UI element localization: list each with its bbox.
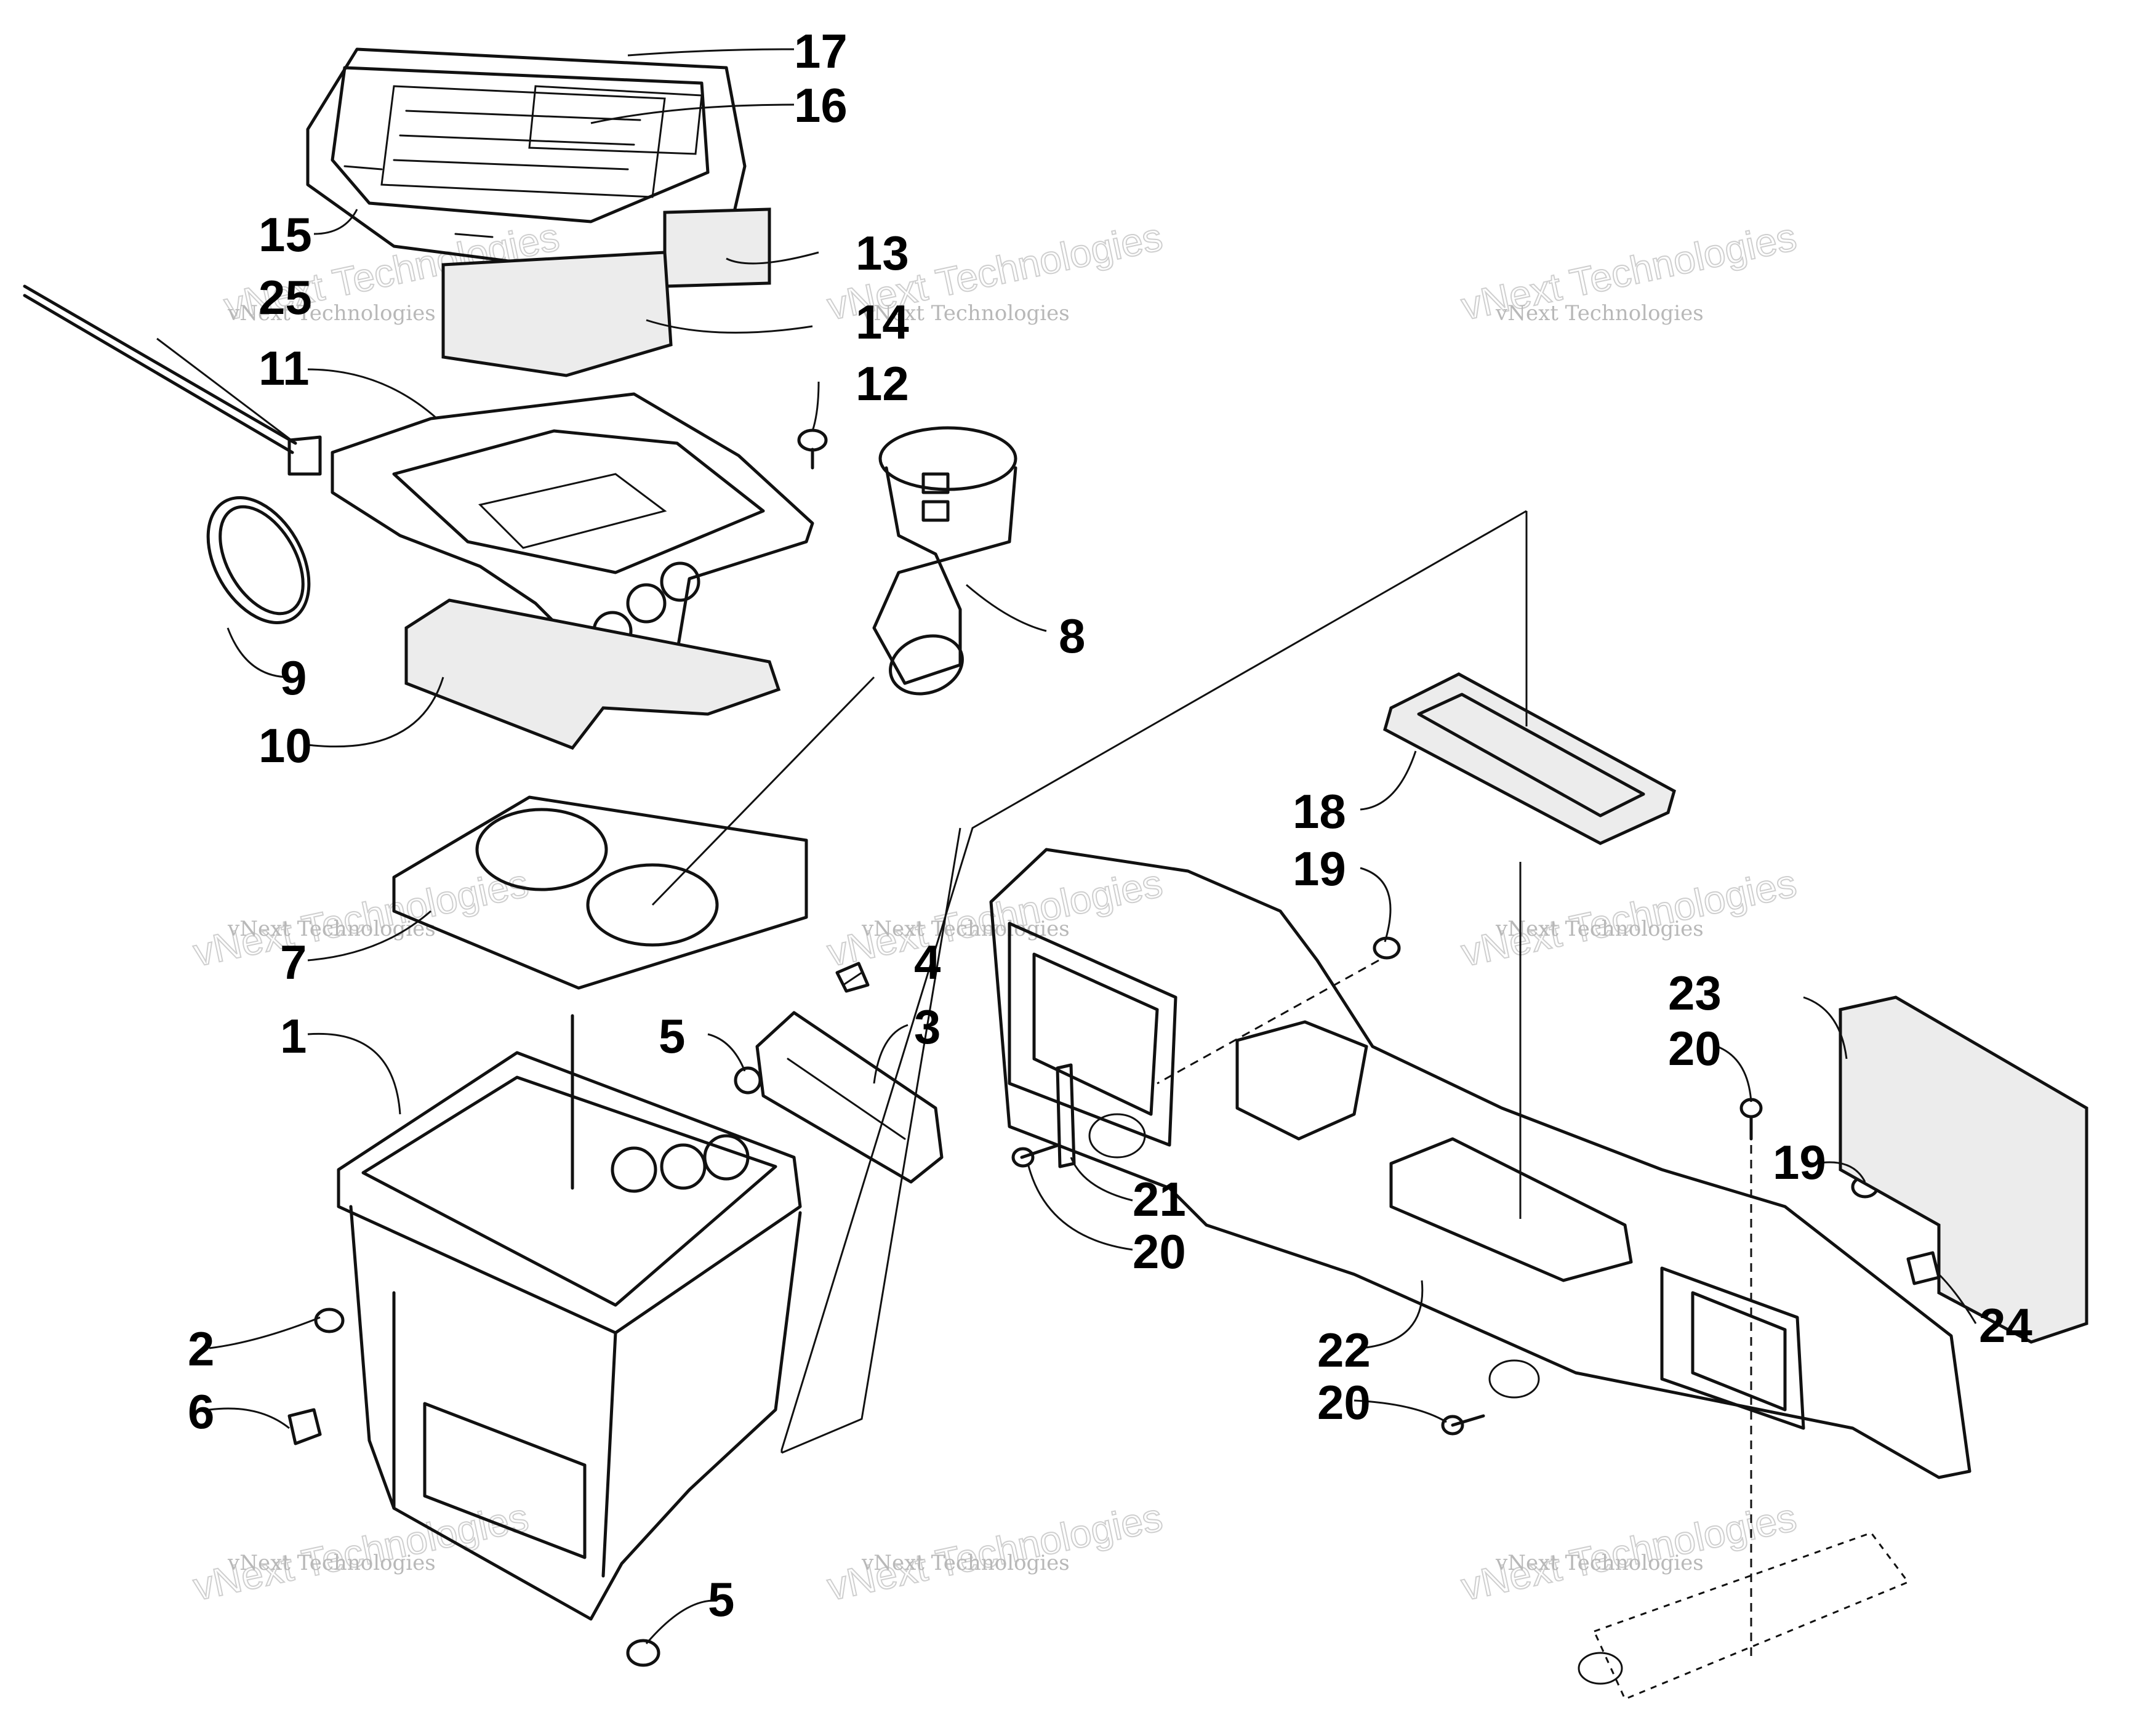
callout-18: 18 [1293,784,1346,838]
part-bolt-20a [1011,1143,1061,1168]
callout-17: 17 [794,24,848,78]
part-airbox-tray [331,392,814,661]
leader-lines [156,48,1977,1662]
part-cable-tie [23,284,322,476]
part-fitting-2 [314,1308,345,1333]
part-breather [734,962,944,1184]
part-seal-ring [1383,672,1676,845]
watermark-small: vNext Technologies [1495,301,1704,326]
callout-22: 22 [1317,1323,1371,1377]
part-gasket-plate [392,795,808,990]
part-bolt-20c [1441,1359,1540,1436]
part-foam-filter-10 [404,598,781,750]
part-intake-duct [989,848,1972,1479]
part-grommet [626,1639,660,1667]
callout-1: 1 [280,1009,307,1063]
callout-19b: 19 [1773,1135,1826,1189]
callout-20: 20 [1668,1021,1722,1075]
callout-3: 3 [914,1000,941,1054]
watermark-small: vNext Technologies [227,301,436,326]
callout-19: 19 [1293,842,1346,896]
part-airbox-body [337,1014,802,1621]
callout-5: 5 [659,1009,685,1063]
part-foam-pad-13 [663,207,771,288]
callout-21: 21 [1133,1172,1186,1226]
callout-9: 9 [280,651,307,705]
watermark-small: vNext Technologies [861,917,1070,941]
watermark-small: vNext Technologies [861,301,1070,326]
callout-25: 25 [259,270,312,324]
callout-5b: 5 [708,1572,734,1626]
watermark-small: vNext Technologies [1495,917,1704,941]
watermark-small: vNext Technologies [227,1551,436,1575]
part-foam-block [1839,995,2088,1344]
part-nut-19a [1373,936,1401,960]
part-bolt-20b [1739,1098,1763,1141]
callout-20c: 20 [1317,1375,1371,1429]
part-clamp [206,496,311,624]
callouts: 17 16 15 13 25 14 11 12 8 9 10 18 19 7 4… [188,24,2032,1626]
callout-2: 2 [188,1322,214,1376]
part-intake-elbow [872,426,1017,696]
watermark-small: vNext Technologies [861,1551,1070,1575]
part-lower-tube [1578,1532,1910,1700]
callout-8: 8 [1059,609,1085,663]
callout-16: 16 [794,78,848,132]
callout-12: 12 [856,356,909,411]
callout-4: 4 [914,935,941,989]
callout-23: 23 [1668,966,1722,1020]
callout-6: 6 [188,1384,214,1439]
watermark-small: vNext Technologies [1495,1551,1704,1575]
callout-11: 11 [259,341,309,395]
part-clip-6 [287,1408,322,1445]
part-screw-12 [797,428,828,470]
watermark-small: vNext Technologies [227,917,436,941]
callout-14: 14 [856,295,909,349]
callout-13: 13 [856,226,909,280]
part-foam-filter-14 [441,251,673,377]
callout-7: 7 [280,935,307,989]
callout-24: 24 [1979,1298,2032,1352]
callout-10: 10 [259,718,312,773]
part-pad-24 [1906,1251,1941,1285]
callout-20b: 20 [1133,1224,1186,1279]
callout-15: 15 [259,207,312,262]
